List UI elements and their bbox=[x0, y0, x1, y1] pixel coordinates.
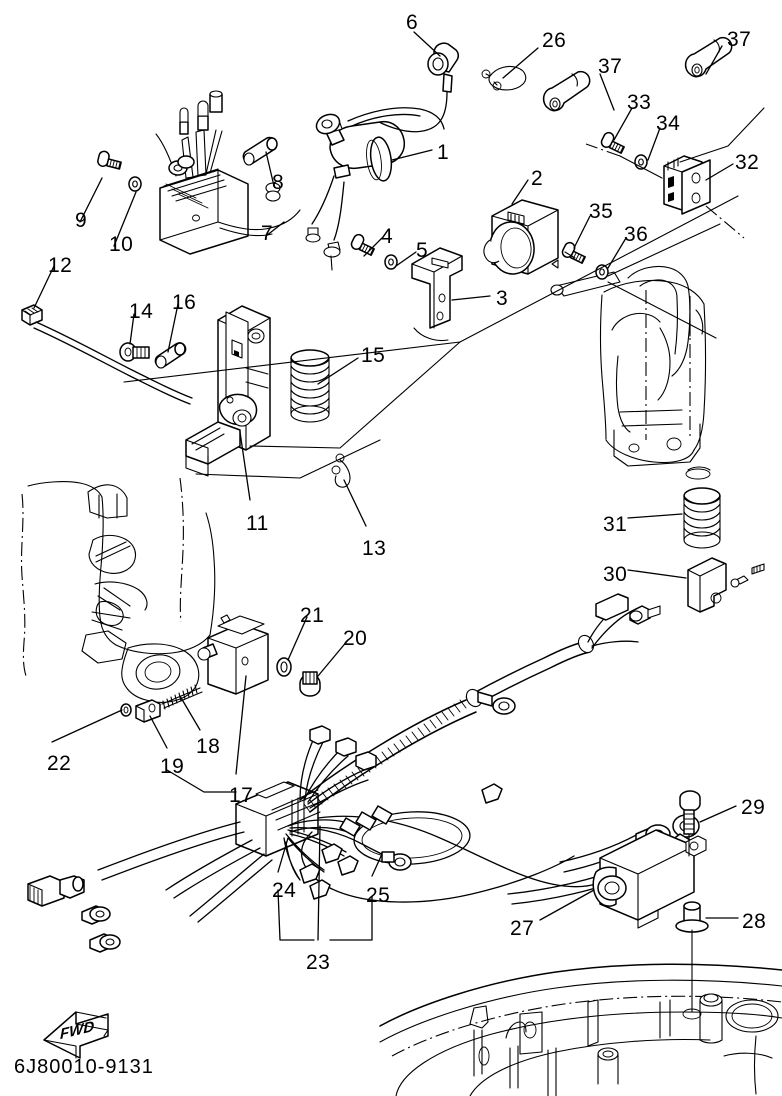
callout-trim-relay-assembly: 17 bbox=[229, 784, 254, 807]
callout-washer-o-ring: 21 bbox=[300, 604, 325, 627]
callout-spark-plug-cap-left: 37 bbox=[598, 55, 623, 78]
rectifier-regulator-block bbox=[483, 199, 559, 275]
spring-coil bbox=[290, 349, 330, 423]
cotter-pin-clip bbox=[331, 453, 351, 488]
leader-lines bbox=[33, 31, 739, 941]
callout-starter-relay-solenoid: 1 bbox=[437, 141, 450, 164]
swivel-bracket-phantom bbox=[550, 265, 711, 480]
starter-relay-cylinder bbox=[305, 107, 445, 271]
lower-cowling-phantom bbox=[379, 963, 782, 1096]
callout-washer-plain: 5 bbox=[416, 239, 429, 262]
callout-bracket-cdi-mount: 11 bbox=[246, 512, 269, 535]
callout-bolt-screw: 20 bbox=[343, 627, 368, 650]
callout-bracket-rectifier: 3 bbox=[496, 287, 509, 310]
callout-rectifier-regulator: 2 bbox=[531, 167, 544, 190]
callout-grommet-plug: 28 bbox=[742, 910, 767, 933]
callout-bolt-washer-assembly: 14 bbox=[129, 300, 154, 323]
callout-spring-coil: 15 bbox=[361, 344, 386, 367]
spark-plug-cap-right bbox=[684, 36, 733, 78]
washer-o-ring bbox=[276, 657, 292, 677]
bolt-hex-flange bbox=[560, 240, 589, 266]
terminal-nut bbox=[135, 699, 161, 723]
callout-cotter-pin-clip: 13 bbox=[362, 537, 387, 560]
callout-terminal-block-connector: 32 bbox=[735, 151, 760, 174]
callout-cdi-unit: 7 bbox=[261, 222, 274, 245]
power-trim-switch bbox=[592, 829, 707, 929]
bolt-flange bbox=[349, 232, 378, 258]
fwd-arrow-icon bbox=[43, 1011, 109, 1059]
callout-trim-switch-assembly: 27 bbox=[510, 917, 535, 940]
bolt-washer-assembly bbox=[119, 342, 150, 362]
grommet-plug bbox=[675, 901, 709, 1020]
callout-bolt-with-washer: 9 bbox=[75, 209, 88, 232]
grommet-bushing bbox=[242, 136, 281, 202]
callout-spring-coil-large: 31 bbox=[603, 513, 628, 536]
callout-wire-harness-assembly: 23 bbox=[306, 951, 331, 974]
bolt-screw bbox=[299, 671, 321, 697]
callout-washer-spring: 36 bbox=[624, 223, 649, 246]
spring-compression bbox=[161, 684, 203, 710]
callout-washer-wave: 34 bbox=[656, 112, 681, 135]
callout-battery-cable-loop: 25 bbox=[366, 884, 391, 907]
callout-bolt-flange-small: 33 bbox=[627, 91, 652, 114]
bracket-cdi-mount bbox=[185, 305, 271, 477]
callout-connector-coupler: 24 bbox=[272, 879, 297, 902]
washer-plain bbox=[384, 254, 398, 270]
spark-plug-cap-left bbox=[542, 70, 591, 112]
bolt-flange-small bbox=[599, 130, 628, 156]
bolt-flange-long bbox=[679, 790, 701, 857]
bracket-stay bbox=[687, 557, 765, 613]
callout-spark-plug-cap-right: 37 bbox=[727, 28, 752, 51]
engine-block-phantom bbox=[20, 477, 216, 703]
callout-spring-compression: 18 bbox=[196, 735, 221, 758]
callout-bolt-hex-flange: 35 bbox=[589, 200, 614, 223]
callout-wire-lead-clamp: 12 bbox=[48, 254, 73, 277]
washer-collar bbox=[128, 176, 142, 192]
bracket-rectifier bbox=[411, 247, 463, 342]
callout-terminal-nut: 19 bbox=[160, 755, 185, 778]
callout-grommet-bushing: 8 bbox=[272, 171, 285, 194]
callout-clip-retainer: 26 bbox=[542, 29, 567, 52]
callout-bolt-flange: 4 bbox=[381, 225, 394, 248]
callout-spark-plug-cap-lead: 6 bbox=[406, 11, 419, 34]
callout-washer-collar: 10 bbox=[109, 233, 134, 256]
spark-plug-cap-lead bbox=[378, 42, 460, 133]
clip-retainer bbox=[481, 65, 527, 91]
cdi-unit-box bbox=[155, 90, 301, 255]
part-number-label: 6J80010-9131 bbox=[14, 1056, 154, 1078]
callout-bracket-stay: 30 bbox=[603, 563, 628, 586]
terminal-block-connector bbox=[585, 107, 765, 239]
bolt-shoulder bbox=[154, 342, 187, 369]
wire-lead-clamp bbox=[21, 304, 193, 405]
power-trim-relay bbox=[120, 614, 321, 723]
bolt-with-washer bbox=[96, 149, 124, 172]
callout-grommet-small: 22 bbox=[47, 752, 72, 775]
callout-bolt-shoulder: 16 bbox=[172, 291, 197, 314]
spring-coil-large bbox=[683, 487, 721, 549]
callout-bolt-flange-long: 29 bbox=[741, 796, 766, 819]
